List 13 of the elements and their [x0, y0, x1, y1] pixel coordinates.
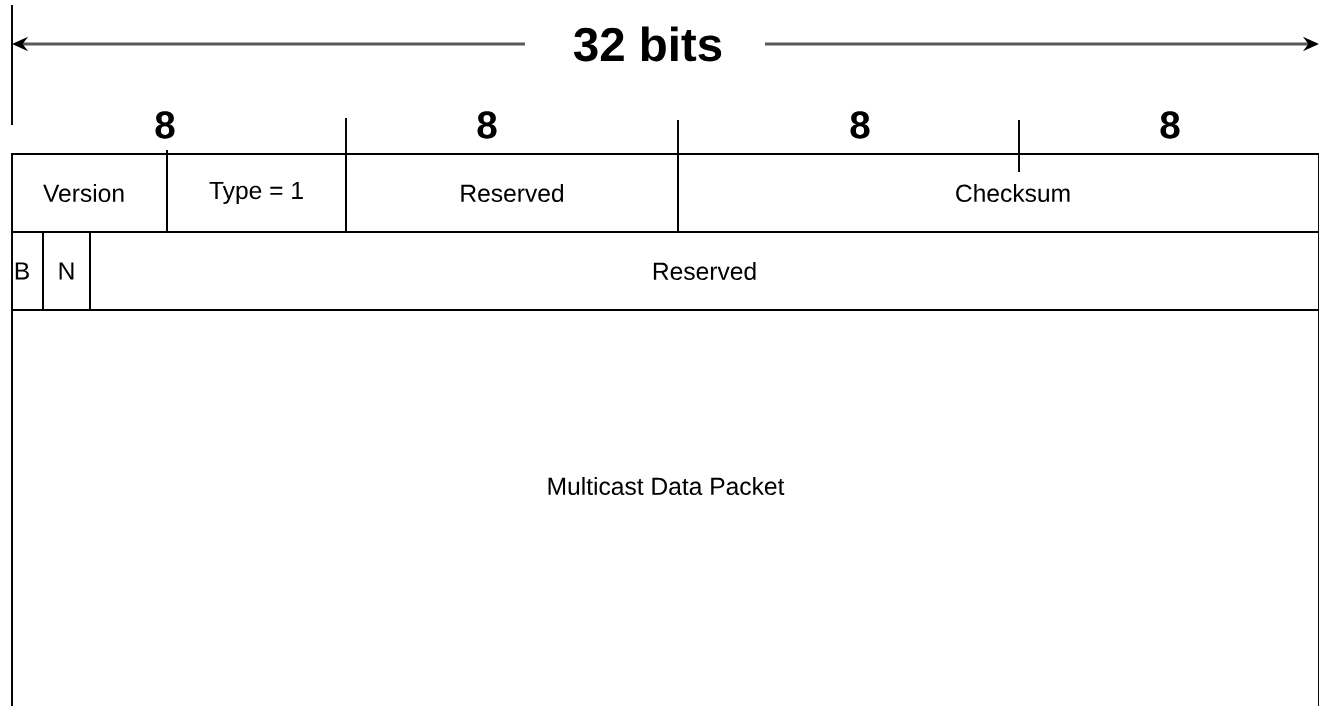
field-cell: Type = 1 — [166, 153, 347, 233]
bit-count: 8 — [155, 111, 175, 139]
bit-count: 8 — [477, 111, 497, 139]
field-cell: Checksum — [677, 153, 1319, 233]
field-cell: Multicast Data Packet — [11, 309, 1319, 706]
field-cell: Reserved — [345, 153, 679, 233]
field-cell: N — [42, 231, 91, 311]
dimension-label: 32 bits — [573, 26, 722, 62]
bit-count: 8 — [1160, 111, 1180, 139]
bit-count: 8 — [850, 111, 870, 139]
field-cell: Reserved — [89, 231, 1319, 311]
field-cell: Version — [11, 153, 168, 233]
field-cell: B — [11, 231, 44, 311]
